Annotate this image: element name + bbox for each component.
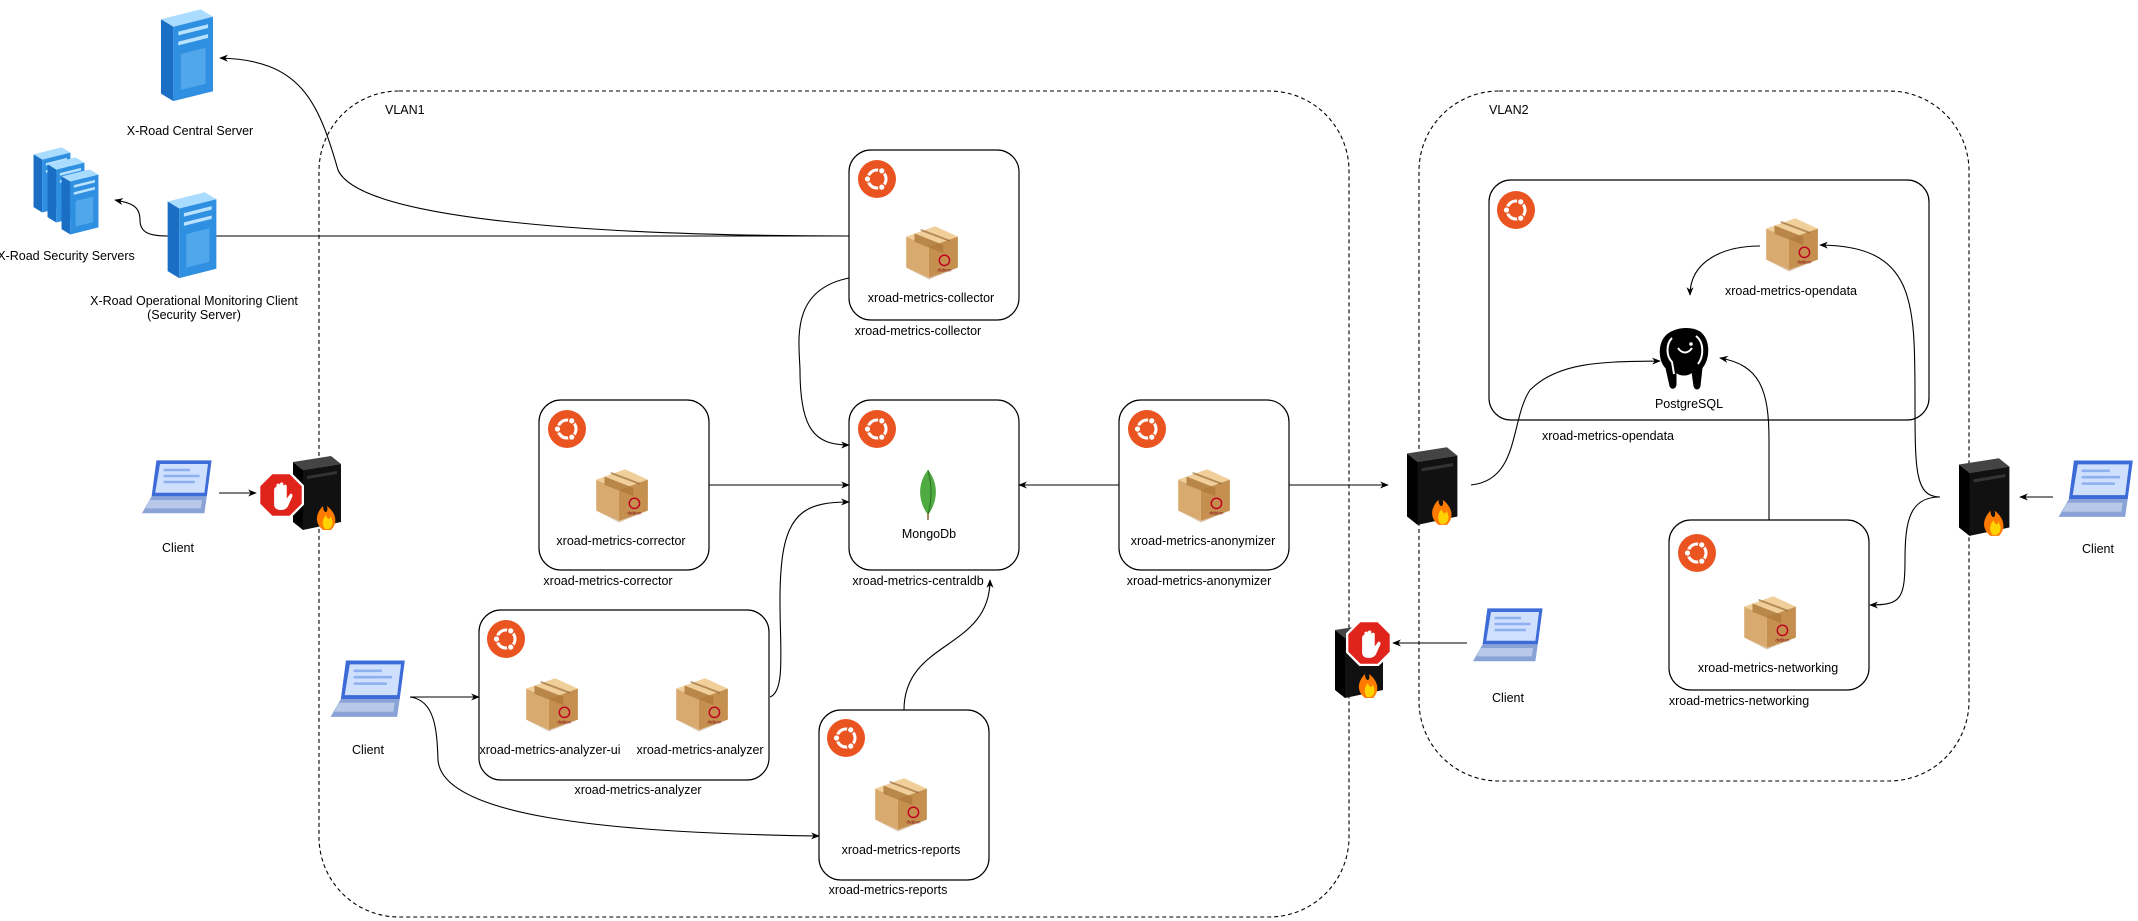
- ubuntu-icon: [548, 410, 586, 448]
- opmon-client-label-line1: X-Road Operational Monitoring Client: [90, 294, 298, 308]
- ubuntu-icon: [1497, 191, 1535, 229]
- opmon-client-server-icon: [167, 192, 217, 279]
- firewall-right-icon: [1959, 458, 2010, 536]
- analyzer-inner-label: xroad-metrics-analyzer: [636, 743, 764, 757]
- analyzer-ui-inner-label: xroad-metrics-analyzer-ui: [479, 743, 621, 757]
- analyzer-outer-label: xroad-metrics-analyzer: [574, 783, 702, 797]
- postgresql-icon: [1659, 328, 1709, 390]
- networking-outer-label: xroad-metrics-networking: [1668, 694, 1810, 708]
- security-servers-icon: [33, 147, 99, 235]
- package-icon: [525, 677, 579, 732]
- vlan1-label: VLAN1: [385, 103, 425, 117]
- ubuntu-icon: [827, 719, 865, 757]
- opmon-client-label-line2: (Security Server): [147, 308, 241, 322]
- edge-opmon-securityservers: [114, 198, 169, 237]
- ubuntu-icon: [487, 620, 525, 658]
- laptop-icon[interactable]: [142, 459, 213, 515]
- security-servers-label: X-Road Security Servers: [0, 249, 135, 263]
- package-icon: [1765, 217, 1819, 272]
- anonymizer-inner-label: xroad-metrics-anonymizer: [1130, 534, 1276, 548]
- edge-collector-centralserver: [219, 54, 850, 237]
- edge-analyzerclient-reports: [409, 696, 820, 840]
- opendata-inner-label: xroad-metrics-opendata: [1724, 284, 1858, 298]
- centraldb-inner-label: MongoDb: [901, 527, 957, 541]
- laptop-icon[interactable]: [1473, 607, 1544, 663]
- reports-inner-label: xroad-metrics-reports: [841, 843, 961, 857]
- edge-reports-centraldb: [903, 579, 994, 711]
- package-icon: [595, 468, 649, 523]
- package-icon: [1743, 595, 1797, 650]
- reports-outer-label: xroad-metrics-reports: [828, 883, 948, 897]
- edge-analyzer-centraldb: [769, 498, 850, 698]
- ubuntu-icon: [1678, 534, 1716, 572]
- vlan2-label: VLAN2: [1489, 103, 1529, 117]
- vlan2-region: [1418, 90, 1970, 782]
- corrector-inner-label: xroad-metrics-corrector: [556, 534, 686, 548]
- firewall-left-icon: [258, 456, 341, 530]
- collector-outer-label: xroad-metrics-collector: [854, 324, 982, 338]
- laptop-icon[interactable]: [2058, 459, 2135, 519]
- package-icon: [1177, 468, 1231, 523]
- ubuntu-icon: [1128, 410, 1166, 448]
- client-right-label: Client: [2082, 542, 2114, 556]
- client-left-label: Client: [162, 541, 194, 555]
- anonymizer-outer-label: xroad-metrics-anonymizer: [1126, 574, 1272, 588]
- corrector-outer-label: xroad-metrics-corrector: [543, 574, 673, 588]
- centraldb-outer-label: xroad-metrics-centraldb: [852, 574, 984, 588]
- edge-collector-centraldb: [798, 277, 850, 449]
- laptop-icon[interactable]: [330, 659, 407, 719]
- client-vlan2-label: Client: [1492, 691, 1524, 705]
- ubuntu-icon: [858, 410, 896, 448]
- edge-networking-postgres: [1719, 355, 1770, 520]
- central-server-label: X-Road Central Server: [126, 124, 254, 138]
- edge-rightfw-networking: [1869, 496, 1941, 609]
- firewall-vlan2-bottom-icon: [1335, 620, 1392, 698]
- collector-inner-label: xroad-metrics-collector: [867, 291, 995, 305]
- package-icon: [675, 677, 729, 732]
- client-analyzer-label: Client: [352, 743, 384, 757]
- edge-opendata-postgres: [1686, 245, 1761, 296]
- package-icon: [905, 225, 959, 280]
- central-server-icon: [160, 9, 214, 102]
- connections: [114, 54, 2053, 840]
- ubuntu-icon: [858, 160, 896, 198]
- firewall-vlan2-in-icon: [1407, 447, 1458, 525]
- opendata-box[interactable]: [1488, 179, 1930, 421]
- networking-inner-label: xroad-metrics-networking: [1697, 661, 1839, 675]
- postgresql-label: PostgreSQL: [1654, 397, 1724, 411]
- edge-firewall-postgres: [1470, 357, 1661, 486]
- edge-rightfw-opendata: [1819, 241, 1941, 498]
- mongodb-icon: [920, 469, 936, 520]
- opendata-outer-label: xroad-metrics-opendata: [1541, 429, 1675, 443]
- package-icon: [874, 777, 928, 832]
